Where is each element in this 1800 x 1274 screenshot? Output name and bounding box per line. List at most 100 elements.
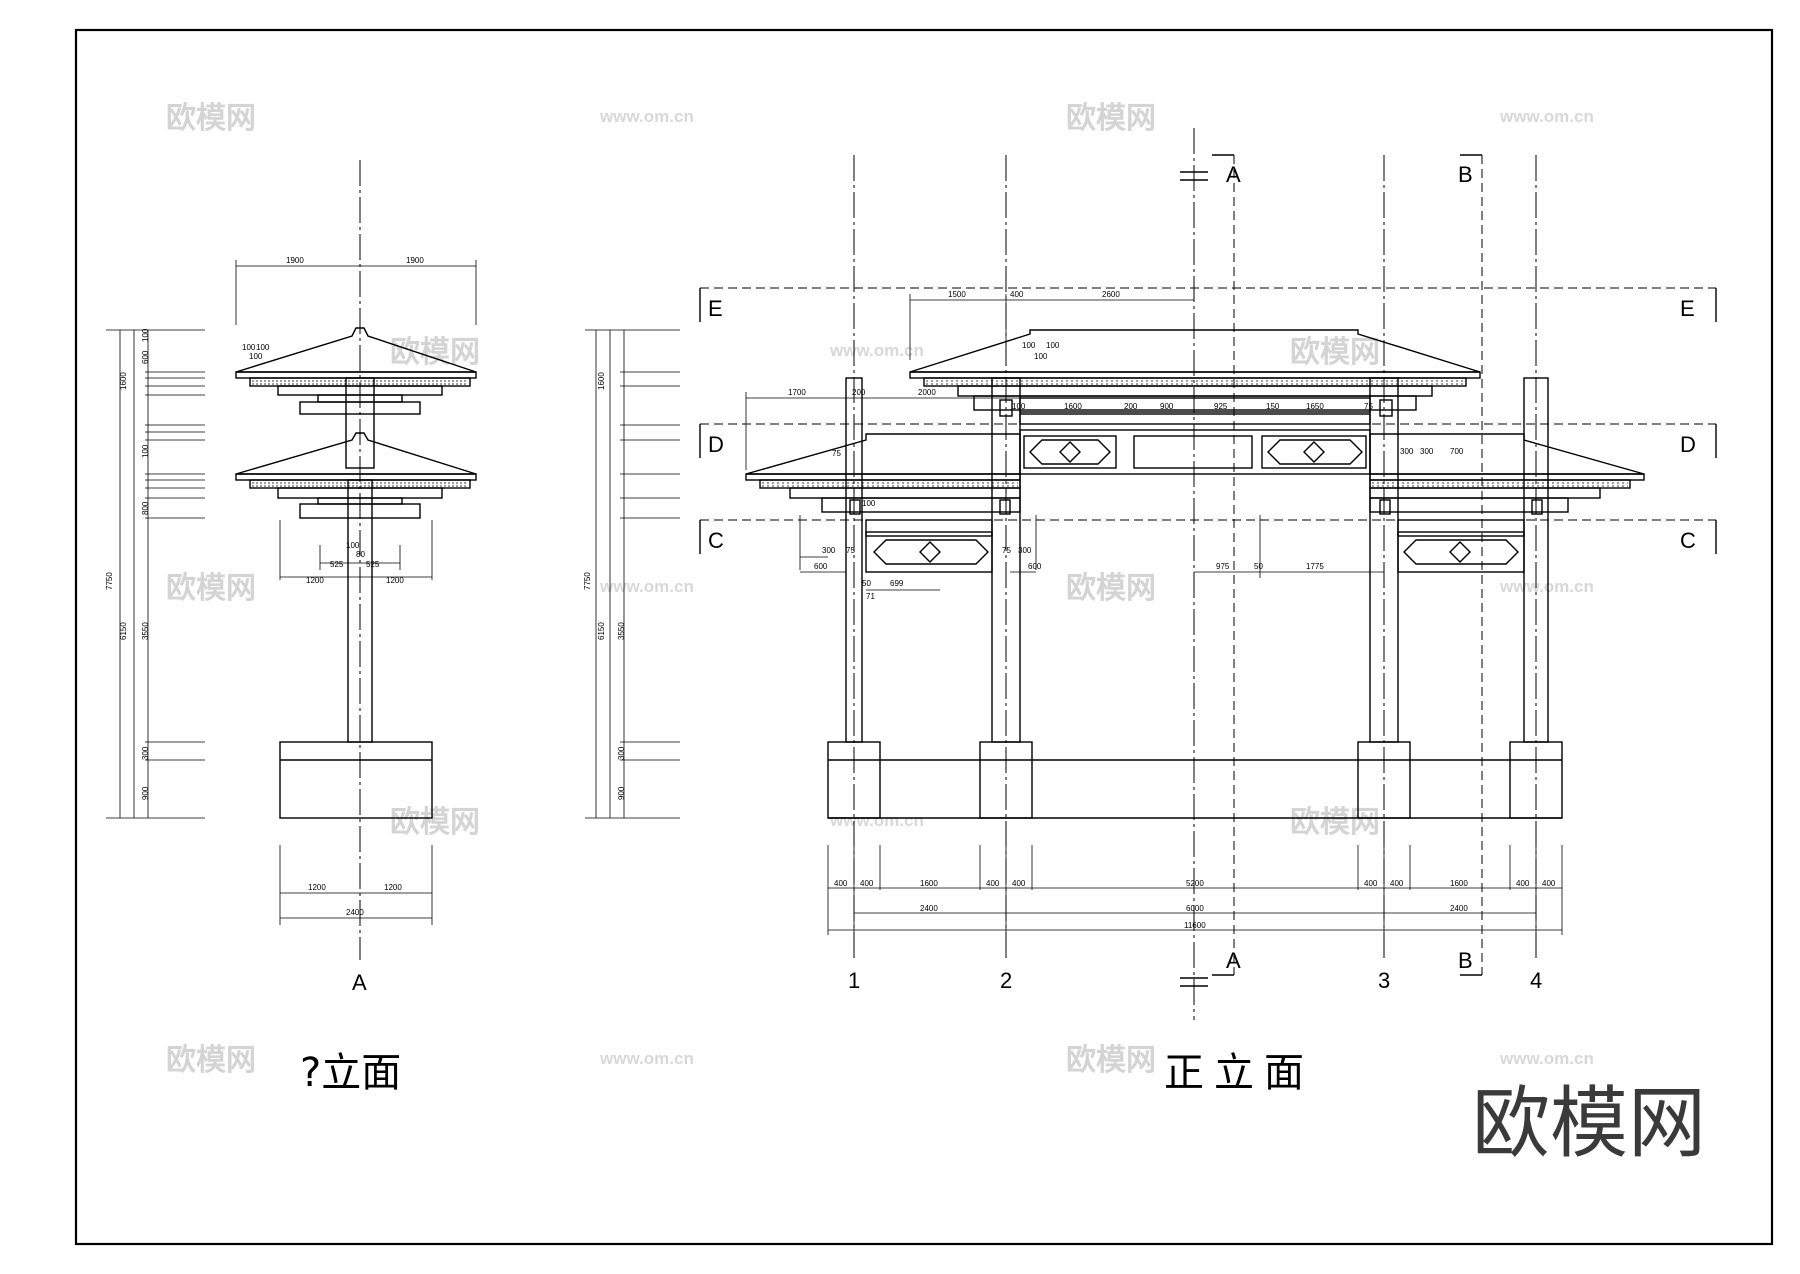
dim-label: 75 [832, 449, 841, 458]
dim-label: 400 [1542, 879, 1556, 888]
dim-label: 2600 [1102, 290, 1120, 299]
dim-label: 1900 [406, 256, 424, 265]
dim-label: 2400 [346, 908, 364, 917]
watermark-brand: 欧模网 [166, 102, 256, 135]
dim-label: 2400 [920, 904, 938, 913]
section-label: D [708, 432, 724, 457]
side-view-title: ?立面 [300, 1050, 401, 1096]
front-view-title: 正立面 [1164, 1050, 1314, 1096]
dim-label: 100 [242, 343, 256, 352]
dim-label: 300 [822, 546, 836, 555]
section-label: C [708, 528, 724, 553]
dim-label: 75 [1364, 402, 1373, 411]
dim-label: 100 [1046, 341, 1060, 350]
dim-label: 1600 [597, 372, 606, 390]
dim-label: 600 [814, 562, 828, 571]
dim-label: 1200 [386, 576, 404, 585]
watermark-brand: 欧模网 [1290, 336, 1380, 369]
dim-label: 100 [249, 352, 263, 361]
dim-label: 1775 [1306, 562, 1324, 571]
axis-label: 1 [848, 968, 860, 993]
dim-label: 100 [141, 444, 150, 458]
watermark-brand: 欧模网 [1066, 1044, 1156, 1077]
section-label: C [1680, 528, 1696, 553]
dim-label: 1200 [306, 576, 324, 585]
section-label: D [1680, 432, 1696, 457]
watermark-brand: 欧模网 [166, 1044, 256, 1077]
watermark-brand: 欧模网 [390, 336, 480, 369]
watermark-url: www.om.cn [599, 107, 694, 126]
section-label: A [1226, 948, 1241, 973]
front-elevation: 7750 6150 1600 3550 300 900 A A B B E [583, 128, 1717, 1096]
dim-label: 5200 [1186, 879, 1204, 888]
dim-label: 11600 [1184, 921, 1206, 930]
watermark-url: www.om.cn [829, 811, 924, 830]
dim-label: 400 [1010, 290, 1024, 299]
watermark-url: www.om.cn [1499, 577, 1594, 596]
dim-label: 925 [1214, 402, 1228, 411]
watermarks: 欧模网 www.om.cn 欧模网 www.om.cn 欧模网 www.om.c… [166, 102, 1706, 1169]
dim-label: 1900 [286, 256, 304, 265]
section-label: B [1458, 948, 1473, 973]
dim-label: 1600 [119, 372, 128, 390]
section-label: A [1226, 162, 1241, 187]
watermark-brand: 欧模网 [166, 572, 256, 605]
watermark-url: www.om.cn [599, 1049, 694, 1068]
dim-label: 400 [1516, 879, 1530, 888]
watermark-url: www.om.cn [1499, 1049, 1594, 1068]
dim-label: 6000 [1186, 904, 1204, 913]
dim-label: 200 [1124, 402, 1138, 411]
drawing-border [74, 28, 1774, 1246]
dim-label: 300 [1018, 546, 1032, 555]
dim-label: 1200 [384, 883, 402, 892]
axis-label: 2 [1000, 968, 1012, 993]
dim-label: 75 [846, 546, 855, 555]
dim-label: 100 [1034, 352, 1048, 361]
dim-label: 100 [1022, 341, 1036, 350]
dim-label: 300 [141, 746, 150, 760]
watermark-brand: 欧模网 [390, 806, 480, 839]
dim-label: 400 [1012, 879, 1026, 888]
dim-label: 300 [1420, 447, 1434, 456]
dim-label: 6150 [597, 622, 606, 640]
watermark-url: www.om.cn [599, 577, 694, 596]
dim-label: 80 [356, 550, 365, 559]
section-label: E [1680, 296, 1695, 321]
dim-label: 75 [1002, 546, 1011, 555]
dim-label: 6150 [119, 622, 128, 640]
watermark-url: www.om.cn [1499, 107, 1594, 126]
dim-label: 400 [1390, 879, 1404, 888]
dim-label: 400 [1364, 879, 1378, 888]
axis-label: A [352, 970, 367, 995]
watermark-brand: 欧模网 [1066, 572, 1156, 605]
dim-label: 7750 [105, 572, 114, 590]
dim-label: 900 [617, 786, 626, 800]
watermark-url: www.om.cn [829, 341, 924, 360]
dim-label: 2000 [918, 388, 936, 397]
side-elevation: 7750 6150 1600 3550 300 900 100 600 100 … [105, 160, 477, 1096]
dim-label: 525 [330, 560, 344, 569]
dim-label: 1600 [1450, 879, 1468, 888]
dim-label: 300 [1400, 447, 1414, 456]
dim-label: 100 [346, 541, 360, 550]
dim-label: 1700 [788, 388, 806, 397]
dim-label: 71 [866, 592, 875, 601]
watermark-brand: 欧模网 [1066, 102, 1156, 135]
dim-label: 3550 [617, 622, 626, 640]
section-label: B [1458, 162, 1473, 187]
dim-label: 300 [617, 746, 626, 760]
dim-label: 3550 [141, 622, 150, 640]
dim-label: 400 [834, 879, 848, 888]
dim-label: 200 [852, 388, 866, 397]
dim-label: 50 [862, 579, 871, 588]
dim-label: 900 [141, 786, 150, 800]
dim-label: 50 [1254, 562, 1263, 571]
dim-label: 1500 [948, 290, 966, 299]
dim-label: 600 [1028, 562, 1042, 571]
dim-label: 1600 [920, 879, 938, 888]
dim-label: 800 [141, 501, 150, 515]
dim-label: 525 [366, 560, 380, 569]
dim-label: 100 [141, 328, 150, 342]
dim-label: 400 [986, 879, 1000, 888]
